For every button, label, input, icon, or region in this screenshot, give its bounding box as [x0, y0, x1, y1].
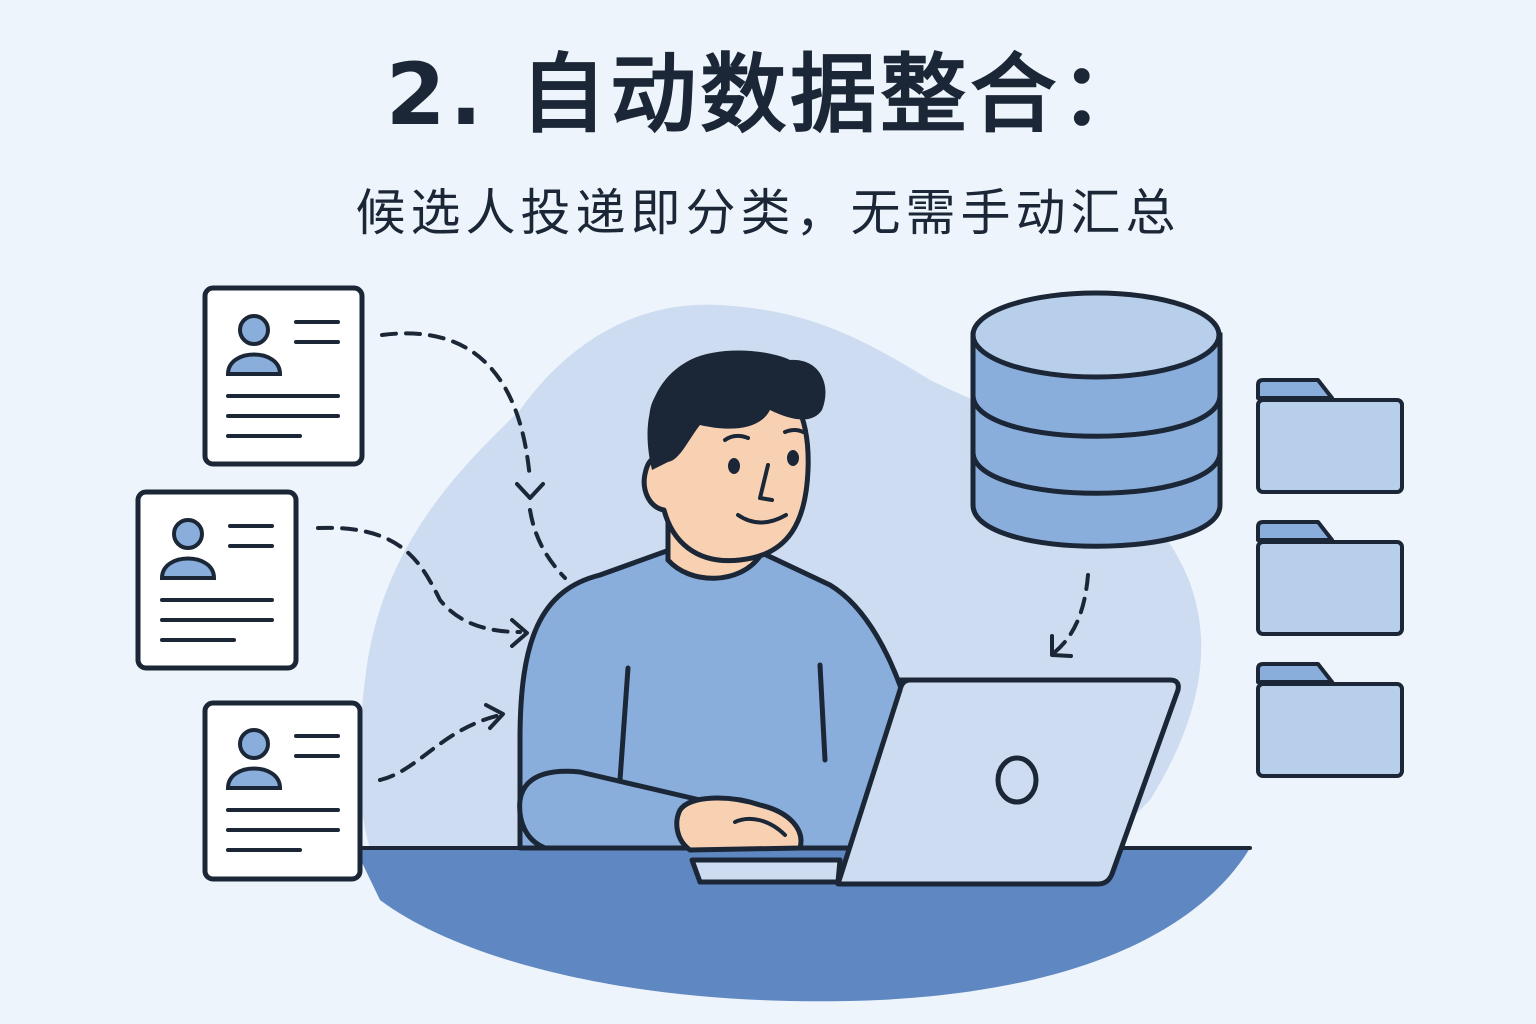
person-at-laptop — [517, 350, 923, 853]
dashed-arrow-2 — [316, 525, 522, 634]
resume-card-2 — [135, 489, 299, 671]
user-avatar-icon — [225, 728, 283, 790]
hand — [674, 795, 804, 853]
dashed-arrow-1b — [528, 508, 567, 580]
user-avatar-icon — [225, 314, 283, 376]
dashed-arrow-1 — [380, 331, 532, 482]
database-icon — [970, 290, 1223, 549]
arm — [517, 768, 703, 851]
page-subtitle: 候选人投递即分类，无需手动汇总 — [355, 184, 1181, 242]
resume-card-3 — [202, 700, 363, 882]
hair — [647, 350, 826, 470]
folder-icon-3 — [1256, 662, 1404, 778]
folder-icon-1 — [1256, 378, 1404, 494]
dashed-arrow-3 — [378, 713, 502, 782]
page-title: 2. 自动数据整合： — [385, 45, 1151, 145]
arrowhead-db — [1050, 634, 1073, 658]
folder-icon-2 — [1256, 520, 1404, 636]
laptop-icon — [689, 677, 1181, 887]
arrowhead-1 — [515, 482, 545, 500]
laptop-logo — [995, 755, 1039, 805]
user-avatar-icon — [159, 518, 217, 580]
resume-card-1 — [202, 285, 365, 467]
arrowhead-2 — [510, 618, 529, 648]
dashed-arrow-db — [1053, 573, 1090, 654]
arrowhead-3 — [484, 703, 505, 730]
